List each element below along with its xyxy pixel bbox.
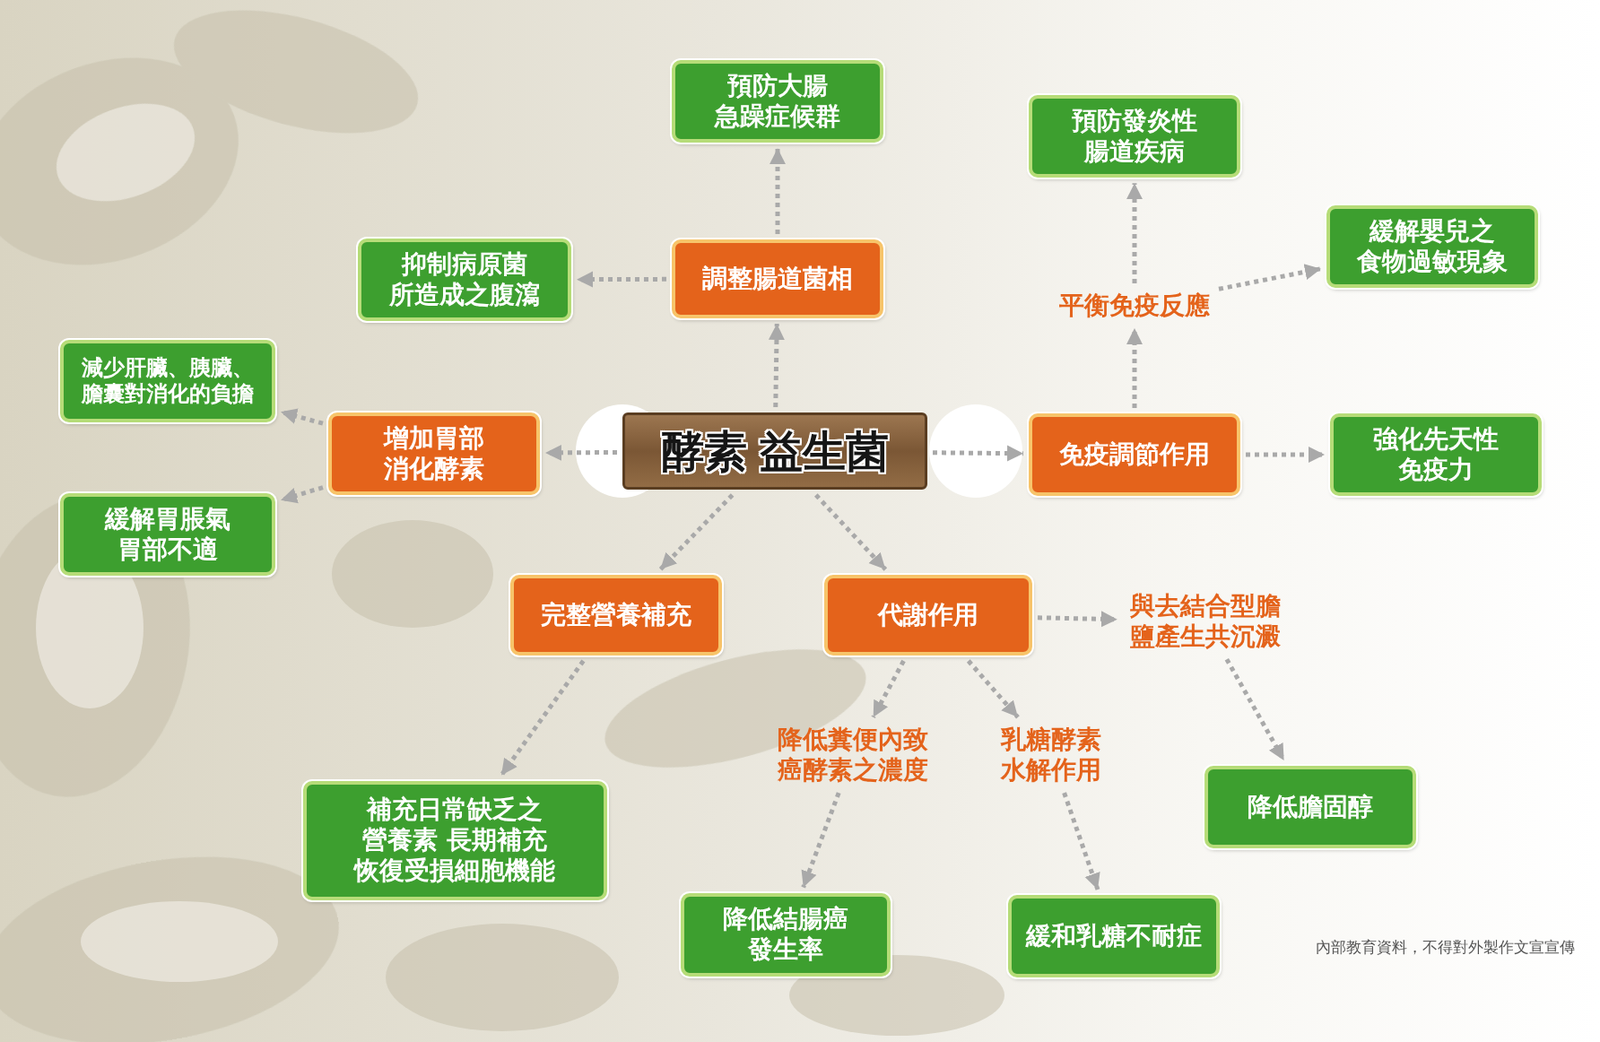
title-text: 酵素 <box>660 427 748 476</box>
dotted-arrow <box>932 452 1024 454</box>
dotted-arrow <box>775 147 781 235</box>
box-text: 強化先天性 免疫力 <box>1369 424 1503 486</box>
dotted-arrow <box>280 487 323 501</box>
dotted-arrow <box>1064 792 1098 890</box>
benefit-box: 抑制病原菌 所造成之腹瀉 <box>357 238 572 322</box>
dotted-arrow <box>803 792 839 887</box>
box-text: 降低結腸癌 發生率 <box>719 904 853 966</box>
benefit-box: 緩解嬰兒之 食物過敏現象 <box>1326 205 1539 288</box>
function-box: 增加胃部 消化酵素 <box>328 412 540 496</box>
box-text: 降低糞便內致 癌酵素之濃度 <box>773 724 932 786</box>
benefit-box: 強化先天性 免疫力 <box>1330 413 1542 496</box>
dotted-arrow <box>576 277 667 282</box>
box-text: 降低膽固醇 <box>1247 791 1374 823</box>
benefit-box: 補充日常缺乏之 營養素 長期補充 恢復受損細胞機能 <box>303 781 608 901</box>
function-box: 免疫調節作用 <box>1028 413 1241 496</box>
flow-label: 降低糞便內致 癌酵素之濃度 <box>770 722 936 788</box>
box-text: 預防大腸 急躁症候群 <box>711 70 844 132</box>
bacteria-blobs <box>0 0 1005 1042</box>
box-text: 預防發炎性 腸道疾病 <box>1068 105 1201 167</box>
title-text: 益生菌 <box>759 427 889 476</box>
function-box: 代謝作用 <box>824 574 1033 656</box>
box-text: 代謝作用 <box>878 600 979 631</box>
function-box: 完整營養補充 <box>510 574 722 656</box>
box-text: 抑制病原菌 所造成之腹瀉 <box>385 249 544 311</box>
benefit-box: 預防發炎性 腸道疾病 <box>1028 95 1241 178</box>
dotted-arrow <box>1218 269 1322 290</box>
dotted-arrow <box>816 495 887 570</box>
box-text: 平衡免疫反應 <box>1059 290 1210 322</box>
banner-end-circle <box>929 404 1023 498</box>
box-text: 減少肝臟、胰臟、 膽囊對消化的負擔 <box>78 355 257 409</box>
box-text: 乳糖酵素 水解作用 <box>997 724 1105 786</box>
box-text: 免疫調節作用 <box>1059 439 1210 470</box>
box-text: 緩解胃脹氣 胃部不適 <box>101 504 235 566</box>
dotted-arrow <box>1037 617 1118 620</box>
benefit-box: 緩解胃脹氣 胃部不適 <box>60 493 276 576</box>
box-text: 緩和乳糖不耐症 <box>1026 921 1202 952</box>
dotted-arrow <box>1226 659 1285 761</box>
dotted-arrow <box>280 411 323 424</box>
dotted-arrow <box>501 660 583 776</box>
box-text: 完整營養補充 <box>540 600 692 631</box>
benefit-box: 緩和乳糖不耐症 <box>1008 895 1220 978</box>
title-banner: 酵素益生菌 <box>622 412 928 490</box>
benefit-box: 預防大腸 急躁症候群 <box>671 60 884 143</box>
flow-label: 平衡免疫反應 <box>1055 288 1214 323</box>
box-text: 調整腸道菌相 <box>702 263 853 295</box>
box-text: 補充日常缺乏之 營養素 長期補充 恢復受損細胞機能 <box>353 794 557 887</box>
dotted-arrow <box>1245 452 1325 458</box>
dotted-arrow <box>1132 182 1138 284</box>
dotted-arrow <box>660 495 732 570</box>
dotted-arrow <box>775 323 777 408</box>
benefit-box: 減少肝臟、胰臟、 膽囊對消化的負擔 <box>60 339 276 423</box>
dotted-arrow <box>873 660 905 718</box>
box-text: 與去結合型膽 鹽產生共沉澱 <box>1126 591 1285 653</box>
function-box: 調整腸道菌相 <box>671 239 884 319</box>
box-text: 緩解嬰兒之 食物過敏現象 <box>1353 216 1512 278</box>
benefit-box: 降低結腸癌 發生率 <box>680 893 891 977</box>
footnote: 內部教育資料，不得對外製作文宣宣傳 <box>1315 937 1575 958</box>
dotted-arrow <box>968 660 1018 718</box>
dotted-arrow <box>545 450 618 456</box>
flow-label: 乳糖酵素 水解作用 <box>993 722 1109 788</box>
benefit-box: 降低膽固醇 <box>1204 765 1417 849</box>
flow-label: 與去結合型膽 鹽產生共沉澱 <box>1122 589 1288 654</box>
dotted-arrow <box>1132 328 1138 409</box>
box-text: 增加胃部 消化酵素 <box>380 423 488 485</box>
